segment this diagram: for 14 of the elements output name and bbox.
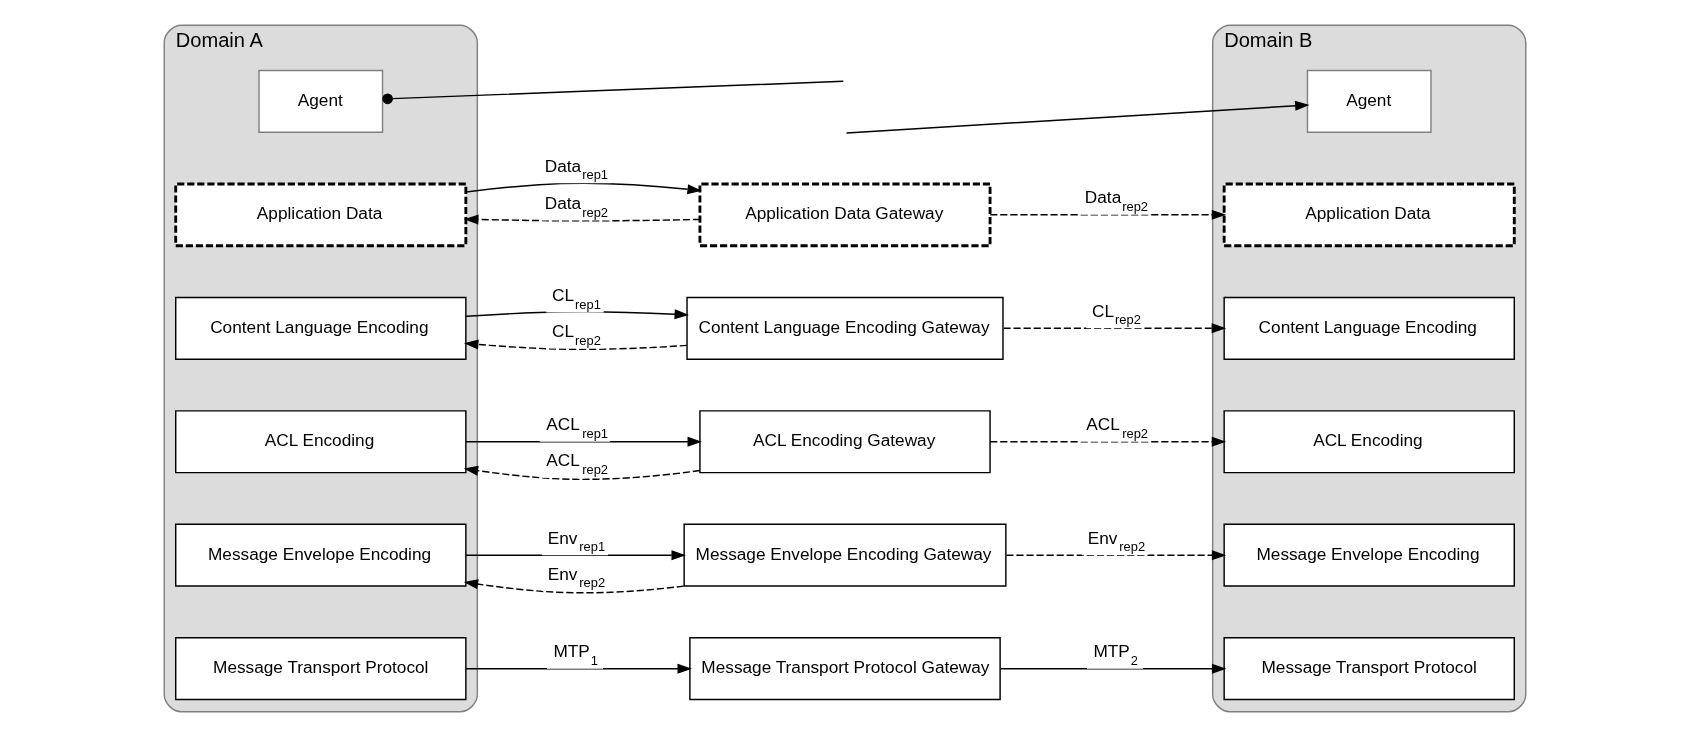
edge-label: Data$_{rep2}$ <box>544 193 608 220</box>
edge-label: ACL$_{rep2}$ <box>1085 414 1148 441</box>
edge-label: MTP$_{1}$ <box>552 641 598 668</box>
edge-label: Data$_{rep1}$ <box>544 155 608 183</box>
edge-label: CL$_{rep1}$ <box>551 285 601 312</box>
edge-label: Data$_{rep2}$ <box>1084 187 1148 214</box>
edge-label: ACL$_{rep1}$ <box>545 414 608 441</box>
edge-label: CL$_{rep2}$ <box>551 321 601 348</box>
edge-label: Env$_{rep2}$ <box>1087 527 1145 555</box>
edge-label: ACL$_{rep2}$ <box>545 450 608 477</box>
edge-label: MTP$_{2}$ <box>1092 641 1138 668</box>
edge-label: Env$_{rep1}$ <box>547 527 605 555</box>
edge-label: Env$_{rep2}$ <box>547 563 605 591</box>
edge-label: CL$_{rep2}$ <box>1091 300 1141 328</box>
